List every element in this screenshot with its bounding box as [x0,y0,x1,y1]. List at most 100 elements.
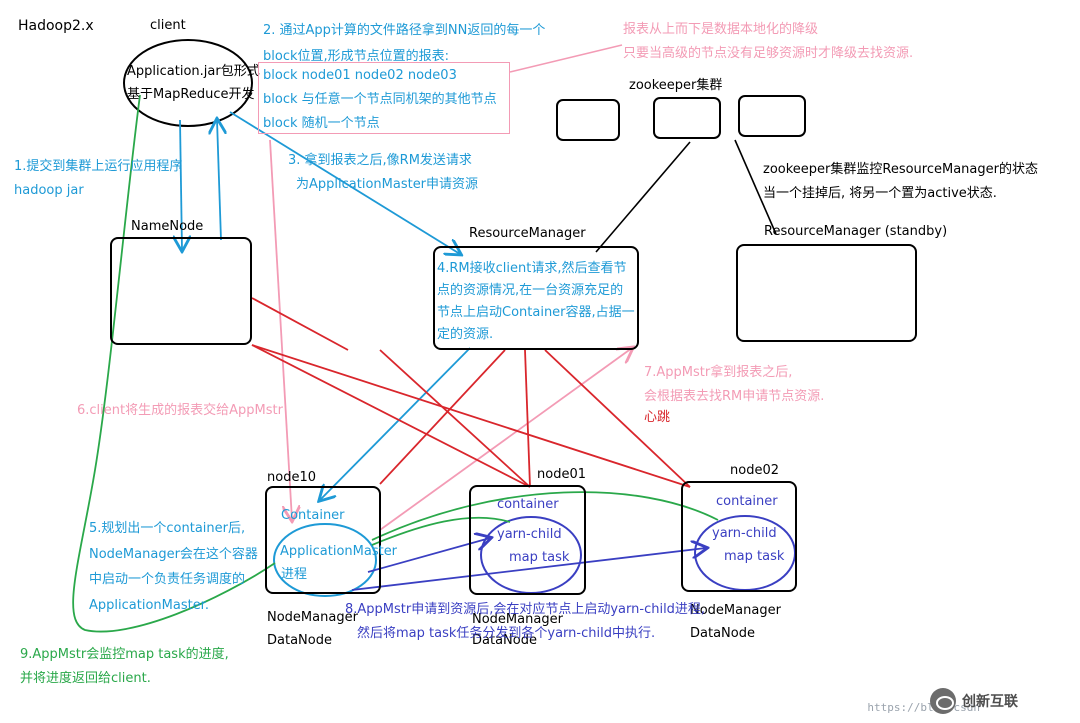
nn-to-node10-red [251,297,349,351]
step3-line1: 3. 拿到报表之后,像RM发送请求 [288,153,472,168]
rm-standby-label: ResourceManager (standby) [764,224,948,239]
node01-datanode: DataNode [472,633,537,648]
step5-line3: 中启动一个负责任务调度的 [89,572,246,587]
zookeeper-label: zookeeper集群 [629,78,723,93]
step8-line1: 8.AppMstr申请到资源后,会在对应节点上启动yarn-child进程, [345,602,706,617]
node10-container-label: Container [281,508,345,523]
step2-line1: 2. 通过App计算的文件路径拿到NN返回的每一个 [263,23,546,38]
am-ellipse [273,523,377,597]
node01-container-label: container [497,497,559,512]
step1-line1: 1.提交到集群上运行应用程序 [14,159,183,174]
rm-to-node10-red [379,349,506,485]
heartbeat-label: 心跳 [644,410,671,425]
step9-line2: 并将进度返回给client. [20,671,151,686]
rm-to-container-arrow [320,347,471,500]
step7-line2: 会根据表去找RM申请节点资源. [644,389,825,404]
step5-note: 5.规划出一个container后, NodeManager会在这个容器 中启动… [89,516,258,618]
step1-note: 1.提交到集群上运行应用程序 hadoop jar [14,155,182,203]
nn-to-client-arrow [217,120,221,241]
zookeeper-note: zookeeper集群监控ResourceManager的状态 当一个挂掉后, … [763,158,1038,206]
am-to-node02-green [371,491,719,541]
step7-line1: 7.AppMstr拿到报表之后, [644,365,793,380]
zk-box-2 [653,97,721,139]
step5-line2: NodeManager会在这个容器 [89,546,258,562]
am-to-client-green [72,94,276,633]
rm-to-node01-red [524,349,531,488]
namenode-box [110,237,252,345]
am-label: ApplicationMaster [280,544,398,559]
rm-to-node02-red [544,349,691,488]
step2-note: 2. 通过App计算的文件路径拿到NN返回的每一个 block位置,形成节点位置… [263,18,545,69]
rm-box [433,246,639,350]
rm-left-to-node01-red [379,349,531,488]
node02-nodemanager: NodeManager [690,603,781,618]
node02-yarn-child: yarn-child [712,526,777,541]
node10-label: node10 [267,470,316,485]
node01-label: node01 [537,467,586,482]
brand-logo-icon [930,688,956,714]
step2-line2: block位置,形成节点位置的报表: [263,48,450,64]
node10-box [265,486,381,594]
node01-yarn-child: yarn-child [497,527,562,542]
node01-box [469,485,586,595]
locality-note-line1: 报表从上而下是数据本地化的降级 [623,22,819,37]
step7-note: 7.AppMstr拿到报表之后, 会根据表去找RM申请节点资源. [644,361,824,409]
report-table-box [258,62,510,134]
step1-line2: hadoop jar [14,183,84,198]
rm-note-line1: 4.RM接收client请求,然后查看节 [437,261,627,276]
step8-note: 8.AppMstr申请到资源后,会在对应节点上启动yarn-child进程, 然… [345,598,705,646]
rm-label: ResourceManager [469,226,586,241]
zookeeper-note-line2: 当一个挂掉后, 将另一个置为active状态. [763,186,997,201]
rm-note-line3: 节点上启动Container容器,占据一 [437,305,635,320]
watermark-brand: 创新互联 [962,694,1018,710]
zk-box-1 [556,99,620,141]
node01-nodemanager: NodeManager [472,612,563,627]
step9-line1: 9.AppMstr会监控map task的进度, [20,647,229,662]
client-ellipse [123,39,253,127]
step5-line1: 5.规划出一个container后, [89,521,246,536]
namenode-label: NameNode [131,219,204,234]
zk-box-3 [738,95,806,137]
report-row-2: block 与任意一个节点同机架的其他节点 [263,92,497,107]
node10-datanode: DataNode [267,633,332,648]
zookeeper-note-line1: zookeeper集群监控ResourceManager的状态 [763,162,1038,177]
client-mr-text: 基于MapReduce开发 [127,87,255,102]
node02-datanode: DataNode [690,626,755,641]
step9-note: 9.AppMstr会监控map task的进度, 并将进度返回给client. [20,643,229,691]
zk-to-standby-line [734,139,777,235]
node02-map-task: map task [724,549,785,564]
node10-nodemanager: NodeManager [267,610,358,625]
report-table: block node01 node02 node03 block 与任意一个节点… [263,64,497,136]
am-process-label: 进程 [281,567,308,582]
diagram-title: Hadoop2.x [18,18,94,34]
client-to-rm-arrow [229,111,460,254]
rm-note: 4.RM接收client请求,然后查看节 点的资源情况,在一台资源充足的 节点上… [437,258,635,346]
rm-standby-box [736,244,917,342]
client-label: client [150,18,186,33]
client-app-text: Application.jar包形式 [127,64,260,79]
step3-line2: 为ApplicationMaster申请资源 [296,177,479,192]
note-to-table-line [509,44,623,73]
node02-label: node02 [730,463,779,478]
rm-note-line4: 定的资源. [437,327,494,342]
nn-to-node01-red [251,344,531,488]
node02-box [681,481,797,592]
node01-map-task: map task [509,550,570,565]
step3-note: 3. 拿到报表之后,像RM发送请求 为ApplicationMaster申请资源 [288,149,478,197]
report-to-am-arrow [269,139,292,520]
step6-note: 6.client将生成的报表交给AppMstr [77,403,283,418]
locality-note-line2: 只要当高级的节点没有足够资源时才降级去找资源. [623,46,914,61]
report-row-3: block 随机一个节点 [263,116,380,131]
report-row-1: block node01 node02 node03 [263,68,457,83]
locality-note: 报表从上而下是数据本地化的降级 只要当高级的节点没有足够资源时才降级去找资源. [623,18,913,66]
am-to-rm-arrow [379,348,632,531]
am-to-node01-green [371,516,511,546]
client-to-nn-arrow [180,119,182,250]
step5-line4: ApplicationMaster. [89,597,209,613]
node02-container-label: container [716,494,778,509]
zk-to-rm-line [595,141,691,253]
step8-line2: 然后将map task任务分发到各个yarn-child中执行. [357,626,656,641]
nn-to-node02-red [251,344,691,488]
rm-note-line2: 点的资源情况,在一台资源充足的 [437,283,624,298]
